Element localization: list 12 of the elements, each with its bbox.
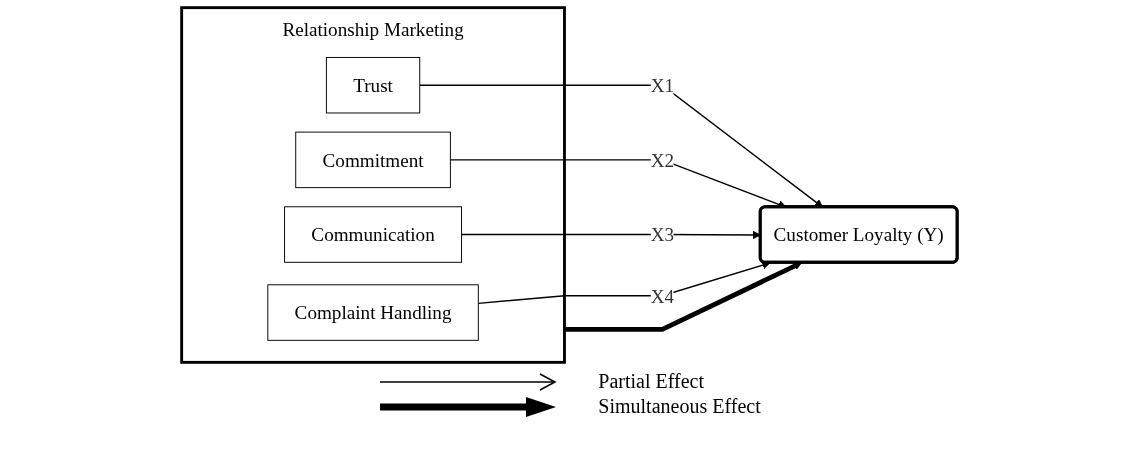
node-box: Commitment bbox=[295, 131, 451, 189]
legend-text: Partial Effect bbox=[598, 370, 704, 393]
node-box: Complaint Handling bbox=[267, 284, 479, 341]
arrow bbox=[477, 261, 771, 305]
legend-text: Simultaneous Effect bbox=[598, 395, 761, 418]
node-box: Trust bbox=[326, 56, 421, 114]
edge-label: X4 bbox=[650, 285, 675, 307]
edge-label: X2 bbox=[650, 149, 675, 171]
edge-label: X3 bbox=[650, 224, 675, 246]
edge-label: X1 bbox=[650, 74, 675, 96]
node-box: Communication bbox=[284, 206, 463, 263]
arrow bbox=[564, 262, 803, 332]
